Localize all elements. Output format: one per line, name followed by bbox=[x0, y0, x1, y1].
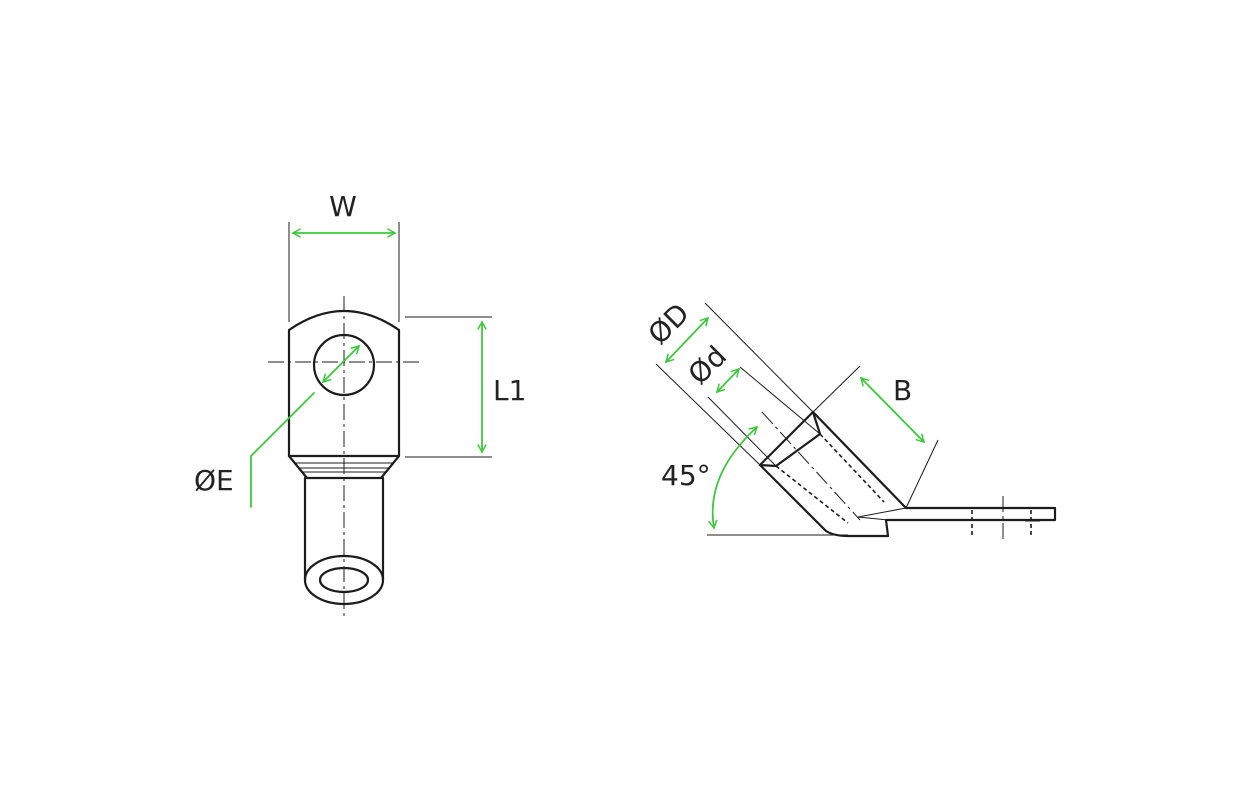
barrel-centerline bbox=[761, 411, 861, 521]
length-label: L1 bbox=[493, 374, 526, 407]
inner-diameter-dimension bbox=[715, 367, 741, 394]
angle-label: 45° bbox=[661, 459, 711, 492]
barrel-length-dimension bbox=[859, 376, 926, 444]
inner-bore-hidden bbox=[775, 465, 849, 524]
barrel-outline bbox=[758, 410, 1057, 538]
front-view: W L1 ØE bbox=[194, 190, 526, 618]
hole-diameter-leader bbox=[250, 392, 315, 508]
side-view: ØD Ød B 45° bbox=[642, 297, 1057, 542]
lug-palm-outline bbox=[287, 309, 401, 458]
hole-diameter-label: ØE bbox=[194, 464, 234, 497]
barrel-length-label: B bbox=[893, 374, 912, 407]
angle-dimension bbox=[708, 425, 759, 530]
hole-diameter-dimension bbox=[321, 344, 361, 384]
lug-barrel bbox=[303, 476, 385, 582]
outer-diameter-dimension bbox=[664, 316, 710, 364]
width-label: W bbox=[329, 190, 357, 223]
outer-diameter-label: ØD bbox=[642, 297, 696, 351]
